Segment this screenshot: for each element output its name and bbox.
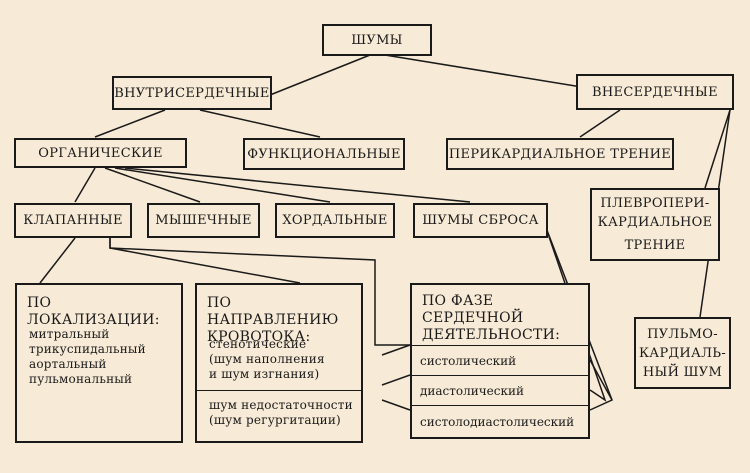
chordal-label: ХОРДАЛЬНЫЕ: [282, 213, 388, 228]
cardiopulmonary-line: ПУЛЬМО-: [647, 326, 718, 342]
root-label: ШУМЫ: [351, 32, 403, 48]
localization-item: трикуспидальный: [29, 342, 146, 356]
flow-direction-title-line: КРОВОТОКА:: [207, 329, 311, 345]
cardiac-phase-title: ПО ФАЗЕ СЕРДЕЧНОЙ ДЕЯТЕЛЬНОСТИ:: [422, 293, 588, 344]
extracardiac-node: ВНЕСЕРДЕЧНЫЕ: [576, 74, 734, 110]
intracardiac-label: ВНУТРИСЕРДЕЧНЫЕ: [114, 85, 270, 101]
cardiac-phase-title-line: ДЕЯТЕЛЬНОСТИ:: [422, 327, 561, 343]
muscular-label: МЫШЕЧНЫЕ: [155, 213, 252, 228]
localization-list: митральный трикуспидальный аортальный пу…: [29, 327, 146, 387]
localization-item: митральный: [29, 327, 110, 341]
pleuropericardial-line: КАРДИАЛЬНОЕ: [597, 215, 713, 230]
localization-title: ПО ЛОКАЛИЗАЦИИ:: [27, 295, 160, 328]
localization-item: пульмональный: [29, 372, 133, 386]
phase-diastolic: диастолический: [412, 375, 588, 405]
flow-direction-panel: ПО НАПРАВЛЕНИЮ КРОВОТОКА: стенотические …: [195, 283, 363, 443]
cardiac-phase-title-line: ПО ФАЗЕ СЕРДЕЧНОЙ: [422, 293, 524, 326]
intracardiac-node: ВНУТРИСЕРДЕЧНЫЕ: [112, 76, 272, 110]
localization-panel: ПО ЛОКАЛИЗАЦИИ: митральный трикуспидальн…: [15, 283, 183, 443]
functional-label: ФУНКЦИОНАЛЬНЫЕ: [247, 146, 401, 162]
cardiac-phase-panel: ПО ФАЗЕ СЕРДЕЧНОЙ ДЕЯТЕЛЬНОСТИ: систолич…: [410, 283, 590, 439]
shunt-label: ШУМЫ СБРОСА: [422, 213, 539, 228]
functional-node: ФУНКЦИОНАЛЬНЫЕ: [243, 138, 405, 170]
root-node: ШУМЫ: [322, 24, 432, 56]
valvular-node: КЛАПАННЫЕ: [14, 203, 132, 238]
stenotic-line: (шум наполнения: [209, 352, 325, 366]
flow-direction-title-line: ПО НАПРАВЛЕНИЮ: [207, 295, 339, 328]
flow-direction-title: ПО НАПРАВЛЕНИЮ КРОВОТОКА:: [207, 295, 361, 346]
cardiopulmonary-line: НЫЙ ШУМ: [642, 364, 723, 380]
pericardial-friction-node: ПЕРИКАРДИАЛЬНОЕ ТРЕНИЕ: [446, 138, 674, 170]
cardiopulmonary-node: ПУЛЬМО- КАРДИАЛЬ- НЫЙ ШУМ: [634, 317, 731, 389]
regurgitation-group: шум недостаточности (шум регургитации): [209, 398, 353, 428]
organic-node: ОРГАНИЧЕСКИЕ: [14, 138, 187, 168]
pericardial-friction-label: ПЕРИКАРДИАЛЬНОЕ ТРЕНИЕ: [448, 146, 672, 162]
stenotic-line: стенотические: [209, 337, 307, 351]
phase-systolic: систолический: [412, 345, 588, 375]
valvular-label: КЛАПАННЫЕ: [23, 213, 123, 228]
pleuropericardial-node: ПЛЕВРОПЕРИ- КАРДИАЛЬНОЕ ТРЕНИЕ: [590, 188, 720, 261]
cardiopulmonary-line: КАРДИАЛЬ-: [638, 345, 727, 361]
stenotic-line: и шум изгнания): [209, 367, 320, 381]
stenotic-group: стенотические (шум наполнения и шум изгн…: [209, 337, 325, 382]
pleuropericardial-line: ПЛЕВРОПЕРИ-: [600, 196, 710, 211]
regurgitation-line: (шум регургитации): [209, 413, 341, 427]
extracardiac-label: ВНЕСЕРДЕЧНЫЕ: [592, 84, 718, 100]
regurgitation-line: шум недостаточности: [209, 398, 353, 412]
localization-item: аортальный: [29, 357, 107, 371]
pleuropericardial-line: ТРЕНИЕ: [624, 238, 686, 253]
shunt-node: ШУМЫ СБРОСА: [413, 203, 548, 238]
organic-label: ОРГАНИЧЕСКИЕ: [38, 145, 163, 161]
muscular-node: МЫШЕЧНЫЕ: [147, 203, 260, 238]
flow-divider: [197, 390, 361, 391]
chordal-node: ХОРДАЛЬНЫЕ: [275, 203, 395, 238]
phase-systolodiastolic: систолодиастолический: [412, 405, 588, 437]
